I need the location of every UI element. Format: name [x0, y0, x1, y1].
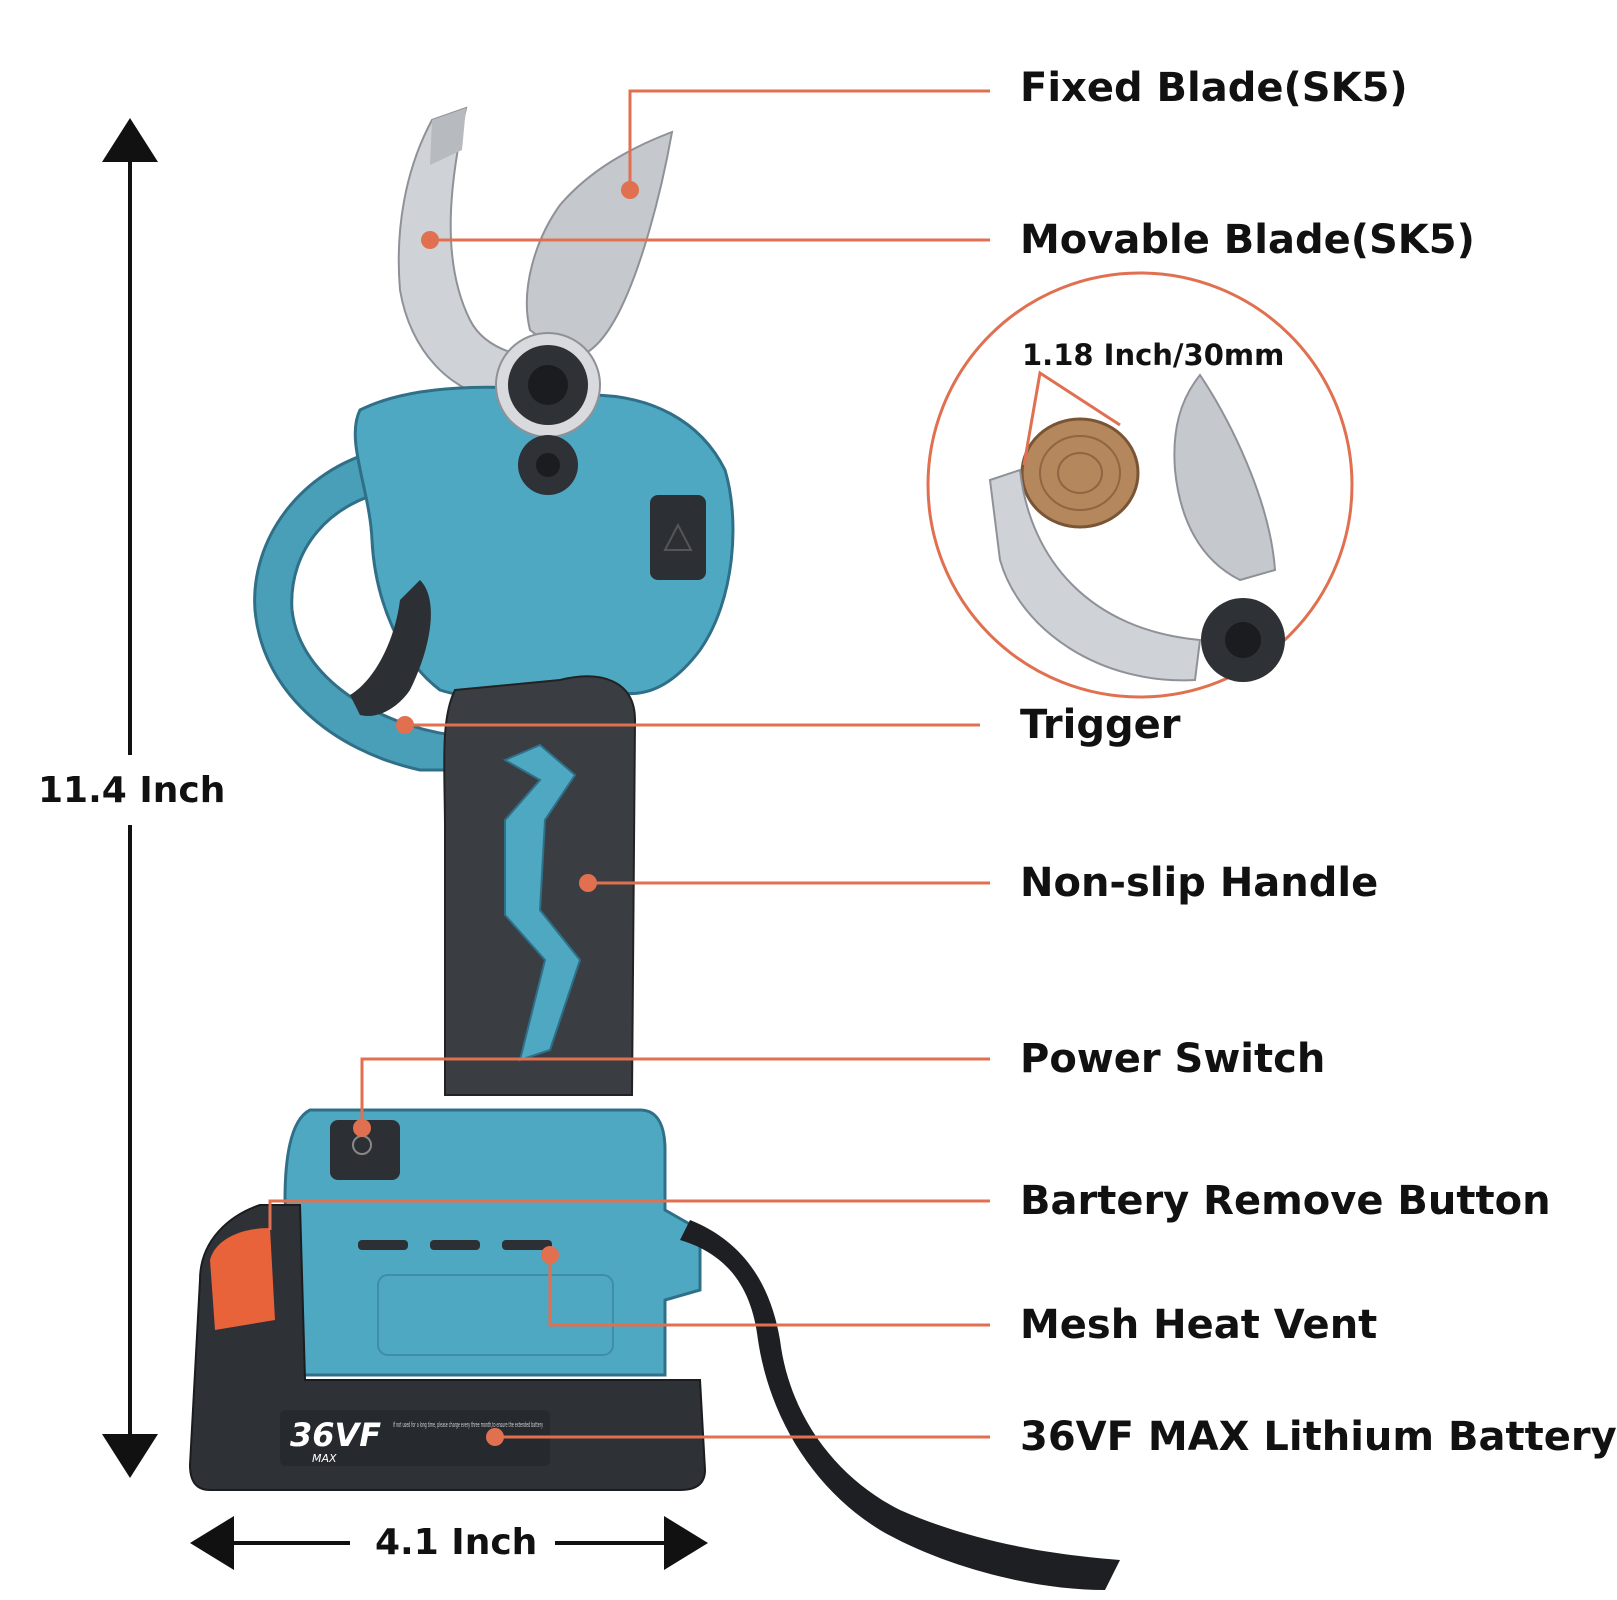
- callout-dots: [353, 181, 639, 1446]
- callout-leaders: [268, 89, 990, 1439]
- callout-fixed-blade: Fixed Blade(SK5): [1020, 65, 1408, 111]
- fixed-blade: [397, 106, 522, 402]
- callout-mesh-heat-vent: Mesh Heat Vent: [1020, 1302, 1378, 1348]
- movable-blade: [525, 130, 674, 362]
- callout-lithium-battery: 36VF MAX Lithium Battery: [1020, 1414, 1617, 1460]
- cut-capacity-inset: [926, 271, 1354, 699]
- callout-power-switch: Power Switch: [1020, 1036, 1326, 1082]
- battery-brand: 36VF: [290, 1416, 381, 1454]
- battery-sub: MAX: [312, 1452, 337, 1465]
- height-dimension-arrow: [102, 118, 158, 1478]
- callout-movable-blade: Movable Blade(SK5): [1020, 217, 1475, 263]
- cut-capacity-label: 1.18 Inch/30mm: [1022, 338, 1285, 372]
- callout-battery-remove-button: Bartery Remove Button: [1020, 1178, 1551, 1224]
- height-dimension-label: 11.4 Inch: [38, 770, 226, 811]
- callout-non-slip-handle: Non-slip Handle: [1020, 860, 1379, 906]
- width-dimension-label: 4.1 Inch: [375, 1522, 538, 1563]
- tool-body: [188, 332, 1120, 1590]
- width-dimension-arrow: [190, 1516, 708, 1570]
- callout-trigger: Trigger: [1020, 702, 1181, 748]
- battery-notice: If not used for a long time, please char…: [393, 1421, 543, 1429]
